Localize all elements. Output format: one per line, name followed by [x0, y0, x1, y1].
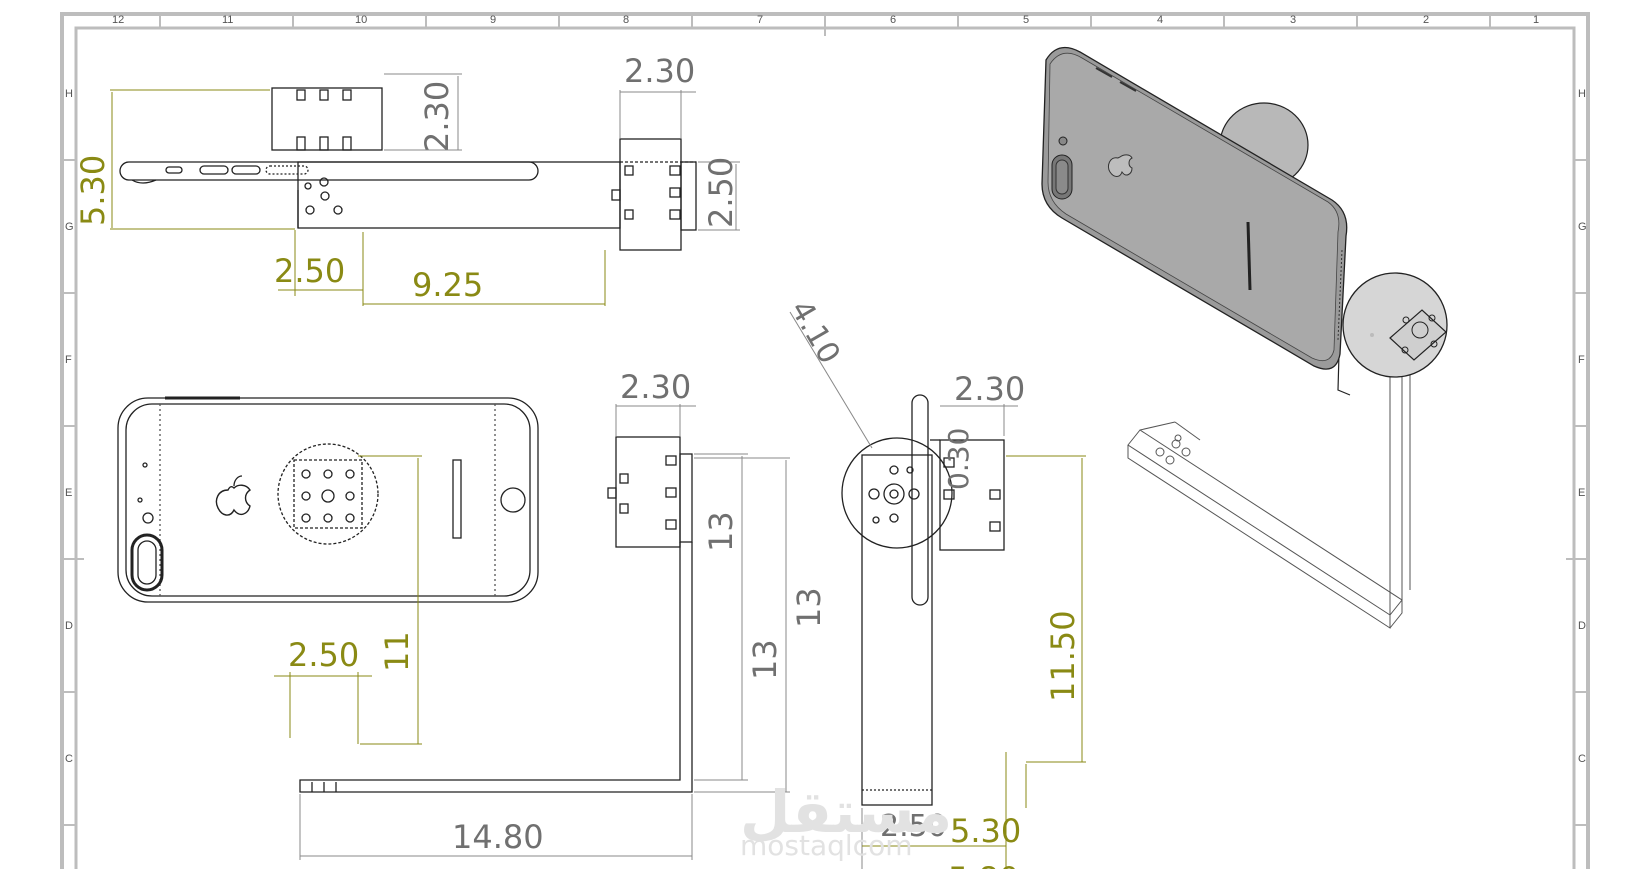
dim-front-center-height: 11 — [378, 631, 416, 672]
zone-row-label: C — [65, 753, 73, 765]
bracket-view-dim-lines — [299, 404, 790, 860]
dim-bracket-height-inner: 13 — [702, 511, 740, 552]
zone-row-label: E — [65, 487, 72, 499]
zone-row-label: E — [1578, 487, 1585, 499]
side-view-dim-texts: 4.10 2.30 0.30 13 11.50 2.50 5.30 5.80 — [783, 295, 1082, 869]
bracket-view — [299, 436, 693, 793]
dim-bracket-block-width: 2.30 — [620, 368, 691, 406]
sheet-border — [60, 12, 1590, 869]
zone-row-label: D — [65, 620, 73, 632]
zone-col-label: 4 — [1157, 14, 1163, 26]
zone-col-label: 1 — [1533, 14, 1539, 26]
dim-side-small: 0.30 — [942, 428, 975, 490]
zone-row-label: F — [65, 354, 72, 366]
zone-row-label: G — [65, 221, 74, 233]
zone-ticks-top — [62, 14, 1588, 826]
zone-labels-top: 12 11 10 9 8 7 6 5 4 3 2 1 — [112, 14, 1539, 26]
top-view-dim-texts: 5.30 2.30 2.30 2.50 2.50 9.25 — [74, 52, 740, 304]
dim-side-height: 13 — [790, 587, 828, 628]
dim-side-bottom-a: 2.50 — [880, 809, 947, 844]
watermark-latin: mostaqlcom — [740, 829, 912, 862]
top-view — [119, 87, 697, 251]
zone-labels-right: H G F E D C — [1578, 88, 1587, 765]
zone-row-label: D — [1578, 620, 1586, 632]
iso-phone — [1041, 46, 1348, 370]
top-view-dim-lines — [110, 73, 740, 306]
zone-col-label: 5 — [1023, 14, 1029, 26]
zone-row-label: H — [65, 88, 73, 100]
watermark: مستقل mostaqlcom — [740, 778, 952, 862]
zone-col-label: 10 — [355, 14, 367, 26]
zone-col-label: 9 — [490, 14, 496, 26]
dim-side-bottom-c: 5.80 — [948, 860, 1019, 869]
watermark-arabic: مستقل — [740, 778, 952, 846]
zone-row-label: G — [1578, 221, 1587, 233]
dim-top-offset: 2.50 — [274, 252, 345, 290]
isometric-view — [1041, 46, 1448, 629]
zone-col-label: 12 — [112, 14, 124, 26]
zone-col-label: 2 — [1423, 14, 1429, 26]
zone-col-label: 7 — [757, 14, 763, 26]
side-view-dim-lines — [789, 311, 1086, 869]
dim-bracket-height-outer: 13 — [746, 639, 784, 680]
iso-bracket — [1127, 342, 1411, 629]
zone-row-label: C — [1578, 753, 1586, 765]
zone-row-label: F — [1578, 354, 1585, 366]
dim-top-length: 9.25 — [412, 266, 483, 304]
front-view — [117, 396, 539, 603]
zone-row-label: H — [1578, 88, 1586, 100]
zone-col-label: 11 — [222, 14, 233, 26]
dim-front-center-offset: 2.50 — [288, 636, 359, 674]
dim-top-side-height: 2.50 — [702, 157, 740, 228]
dim-top-height: 5.30 — [74, 155, 112, 226]
zone-col-label: 8 — [623, 14, 629, 26]
dim-side-block-width: 2.30 — [954, 370, 1025, 408]
dim-side-angle-length: 4.10 — [783, 295, 847, 370]
dim-top-block-width: 2.30 — [624, 52, 695, 90]
zone-col-label: 3 — [1290, 14, 1296, 26]
dim-bracket-base-length: 14.80 — [452, 818, 544, 856]
dim-top-block-height: 2.30 — [418, 81, 456, 152]
zone-labels-left: H G F E D C — [65, 88, 74, 765]
zone-col-label: 6 — [890, 14, 896, 26]
front-view-dim-texts: 2.50 11 — [288, 631, 416, 674]
side-view — [841, 394, 1005, 806]
dim-side-right-height: 11.50 — [1044, 610, 1082, 702]
bracket-view-dim-texts: 2.30 13 13 14.80 — [452, 368, 784, 856]
dim-side-bottom-b: 5.30 — [950, 812, 1021, 850]
front-view-dim-lines — [274, 455, 422, 745]
